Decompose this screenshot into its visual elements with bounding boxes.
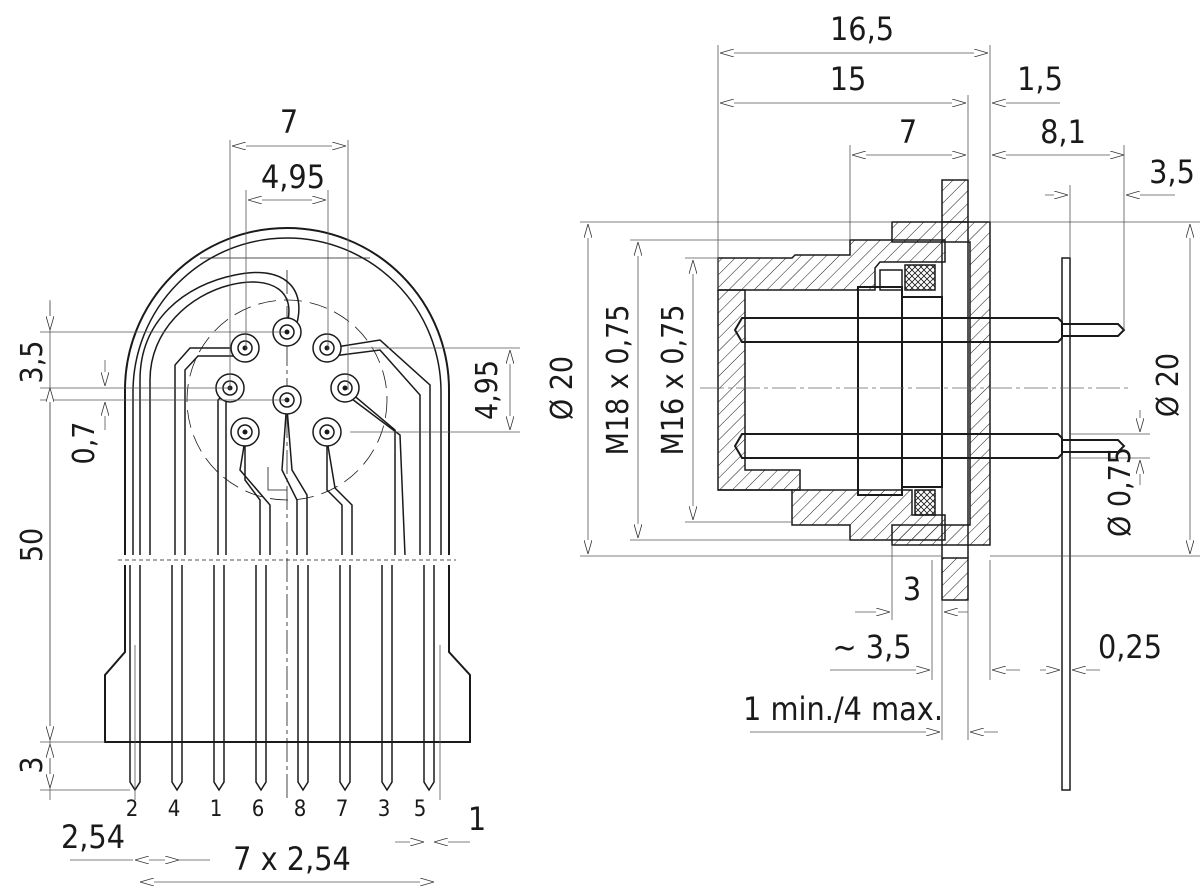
dim-dia-20-right: Ø 20 [1151, 353, 1186, 417]
side-dimension-labels: 16,5 15 1,5 7 8,1 3,5 Ø 20 M18 x 0,75 M1… [545, 10, 1195, 728]
pin-label: 3 [378, 797, 391, 822]
pin-label: 8 [294, 797, 307, 822]
dim-m18: M18 x 0,75 [601, 305, 636, 456]
dim-1-pin: 1 [468, 800, 486, 838]
dim-dia-0-75: Ø 0,75 [1103, 447, 1138, 537]
dim-16-5: 16,5 [830, 10, 894, 48]
pin-number-labels: 2 4 1 6 8 7 3 5 [126, 797, 427, 822]
dim-8-1: 8,1 [1040, 113, 1086, 151]
front-view: 7 4,95 3,5 0,7 4,95 50 3 2,54 7 x 2,54 1… [15, 103, 520, 882]
dim-3-5-left: 3,5 [15, 341, 50, 384]
pin-label: 4 [168, 797, 181, 822]
contact-pin [312, 417, 342, 447]
contact-pin [230, 333, 260, 363]
pin-label: 6 [252, 797, 265, 822]
pin-traces [139, 270, 431, 800]
dim-wall-thickness: 1 min./4 max. [743, 690, 943, 728]
dim-15: 15 [830, 60, 867, 98]
dim-7-top: 7 [280, 103, 298, 141]
side-view: 16,5 15 1,5 7 8,1 3,5 Ø 20 M18 x 0,75 M1… [545, 10, 1200, 791]
dim-1-5: 1,5 [1017, 60, 1063, 98]
pin-label: 2 [126, 797, 139, 822]
dim-approx-3-5: ~ 3,5 [832, 628, 911, 666]
pin-label: 1 [210, 797, 223, 822]
contact-pin [330, 373, 360, 403]
front-dimension-lines [40, 140, 520, 882]
contact-pin [230, 417, 260, 447]
front-dimension-labels: 7 4,95 3,5 0,7 4,95 50 3 2,54 7 x 2,54 1 [15, 103, 505, 878]
dim-3-nut: 3 [903, 570, 921, 608]
pin-label: 7 [336, 797, 349, 822]
dim-dia-20-left: Ø 20 [545, 356, 580, 420]
pcb-pins [129, 565, 441, 800]
dim-4-95-right: 4,95 [470, 360, 505, 420]
side-dimension-lines [580, 45, 1200, 740]
dim-3-5-tip: 3,5 [1149, 153, 1195, 191]
side-body [700, 179, 1130, 791]
dim-50-left: 50 [15, 528, 50, 562]
dim-m16: M16 x 0,75 [656, 305, 691, 456]
contact-array [215, 317, 360, 447]
dim-0-7-left: 0,7 [67, 422, 102, 465]
dim-3-left: 3 [15, 756, 50, 773]
pin-label: 5 [414, 797, 427, 822]
dim-2-54: 2,54 [61, 818, 125, 856]
dim-0-25: 0,25 [1098, 628, 1162, 666]
dim-7x2-54: 7 x 2,54 [233, 840, 351, 878]
dim-7-side: 7 [899, 113, 917, 151]
dim-4-95-top: 4,95 [261, 158, 325, 196]
contact-pin [312, 333, 342, 363]
housing-outline [104, 227, 471, 743]
